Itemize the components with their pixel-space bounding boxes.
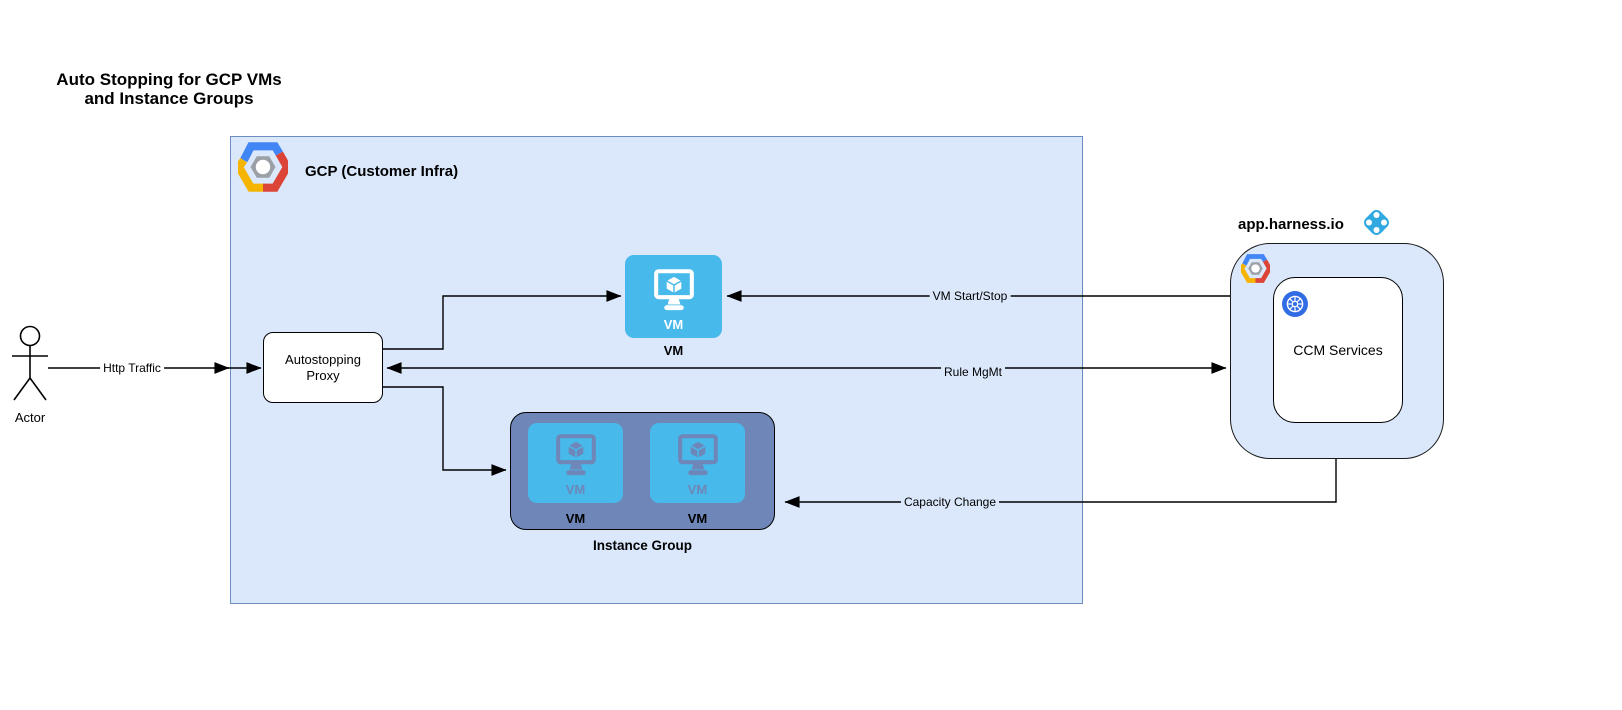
instance-group-vm-tile: VM: [650, 423, 745, 503]
diagram-title: Auto Stopping for GCP VMs and Instance G…: [56, 70, 282, 108]
vm-node: VM: [625, 255, 722, 338]
actor-label: Actor: [14, 410, 46, 425]
monitor-with-cube-icon: [677, 434, 718, 476]
gcp-logo-icon: [1241, 254, 1270, 283]
harness-logo-icon: [1364, 210, 1389, 235]
vm-tile-inner-label: VM: [687, 482, 708, 497]
monitor-with-cube-icon: [653, 269, 694, 311]
vm-node-caption: VM: [663, 343, 684, 358]
autostopping-proxy-label: Autostopping Proxy: [285, 351, 361, 383]
actor-stick-figure-icon: [12, 325, 48, 401]
vm-start-stop-edge-label: VM Start/Stop: [929, 289, 1011, 303]
instance-group-vm-tile: VM: [528, 423, 623, 503]
vm-node-inner-label: VM: [663, 317, 684, 332]
instance-group-caption: Instance Group: [592, 538, 692, 553]
ccm-services-label: CCM Services: [1293, 342, 1383, 358]
rule-mgmt-edge-label: Rule MgMt: [940, 365, 1006, 379]
http-traffic-edge-label: Http Traffic: [100, 361, 164, 375]
vm-tile-caption: VM: [687, 511, 708, 526]
kubernetes-logo-icon: [1282, 291, 1308, 317]
gcp-container-label: GCP (Customer Infra): [305, 163, 459, 180]
monitor-with-cube-icon: [555, 434, 596, 476]
vm-tile-inner-label: VM: [565, 482, 586, 497]
capacity-change-edge-label: Capacity Change: [900, 495, 1000, 509]
gcp-logo-icon: [238, 142, 288, 192]
harness-domain-label: app.harness.io: [1238, 216, 1344, 233]
autostopping-proxy-node: Autostopping Proxy: [263, 332, 383, 403]
vm-tile-caption: VM: [565, 511, 586, 526]
